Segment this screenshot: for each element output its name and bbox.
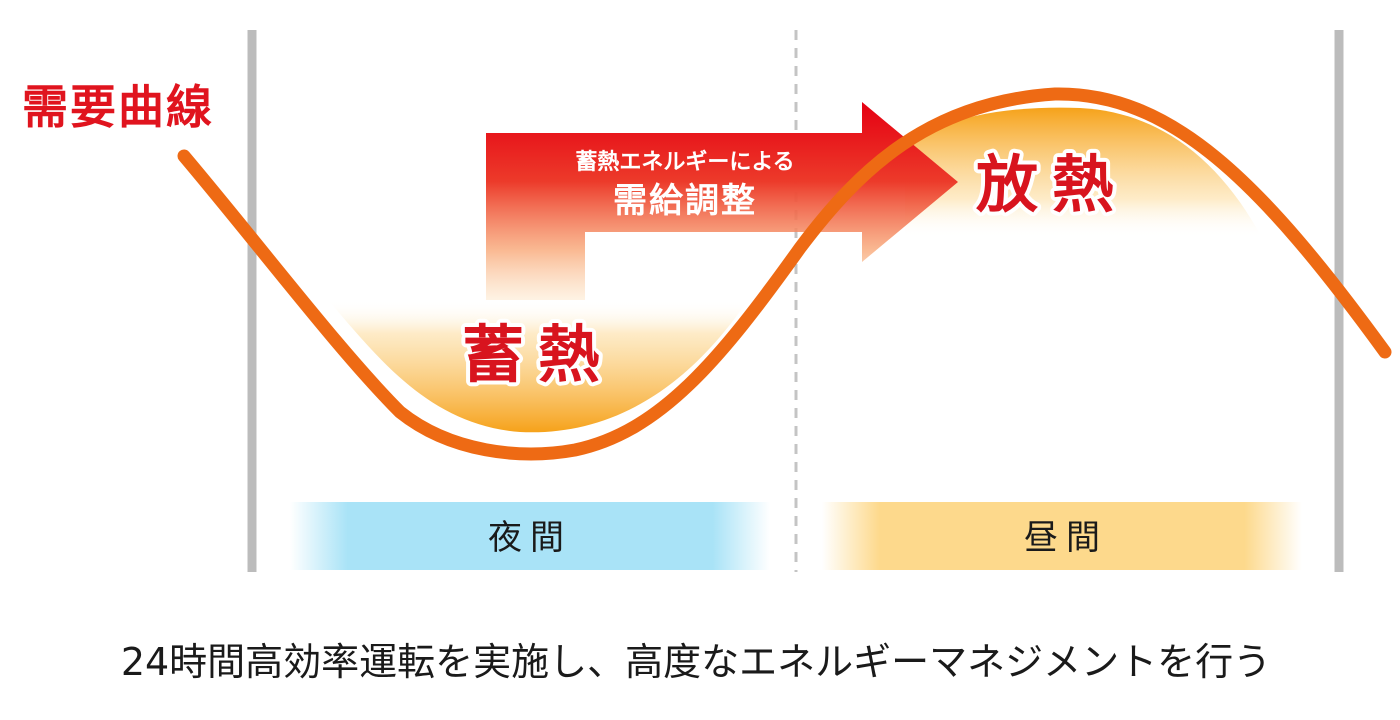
night-band xyxy=(290,502,770,570)
release-label: 放熱 xyxy=(976,148,1128,221)
curve-label: 需要曲線 xyxy=(22,80,214,134)
caption: 24時間高効率運転を実施し、高度なエネルギーマネジメントを行う xyxy=(121,640,1271,684)
storage-area xyxy=(328,300,748,433)
day-band xyxy=(822,502,1302,570)
demand-curve xyxy=(177,87,1392,461)
release-area xyxy=(905,107,1262,238)
arrow-label-line2: 需給調整 xyxy=(613,181,757,221)
supply-demand-arrow xyxy=(486,102,958,300)
arrow-label-line1: 蓄熱エネルギーによる xyxy=(575,149,794,175)
day-label: 昼間 xyxy=(1024,518,1108,558)
storage-label: 蓄熱 xyxy=(462,318,614,391)
night-label: 夜間 xyxy=(488,518,572,558)
